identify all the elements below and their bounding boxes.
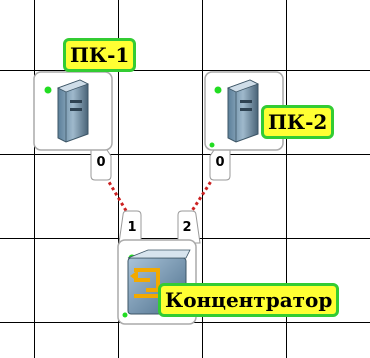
port-tabs (90, 149, 231, 244)
port-tab-hub-right[interactable] (177, 210, 201, 244)
status-indicator-pc1 (44, 86, 52, 94)
port-number-hub-right: 2 (182, 220, 192, 235)
status-indicator-hub-bottom (122, 312, 128, 318)
status-indicator-pc2 (214, 86, 222, 94)
node-label-hub[interactable]: Концентратор (158, 283, 340, 317)
port-tab-hub-left[interactable] (118, 210, 142, 244)
port-number-pc1: 0 (96, 155, 106, 170)
port-number-hub-left: 1 (127, 220, 137, 235)
status-indicator-pc2-bottom (209, 142, 215, 148)
port-tab-pc2[interactable] (209, 149, 231, 181)
port-tab-pc1[interactable] (90, 149, 112, 181)
links (101, 171, 219, 215)
node-label-pc2[interactable]: ПК-2 (261, 105, 335, 139)
computer-tower-icon (56, 79, 90, 143)
node-label-pc1[interactable]: ПК-1 (63, 38, 137, 72)
computer-tower-icon (226, 79, 260, 143)
device-pc1[interactable] (33, 71, 113, 151)
port-number-pc2: 0 (215, 155, 225, 170)
